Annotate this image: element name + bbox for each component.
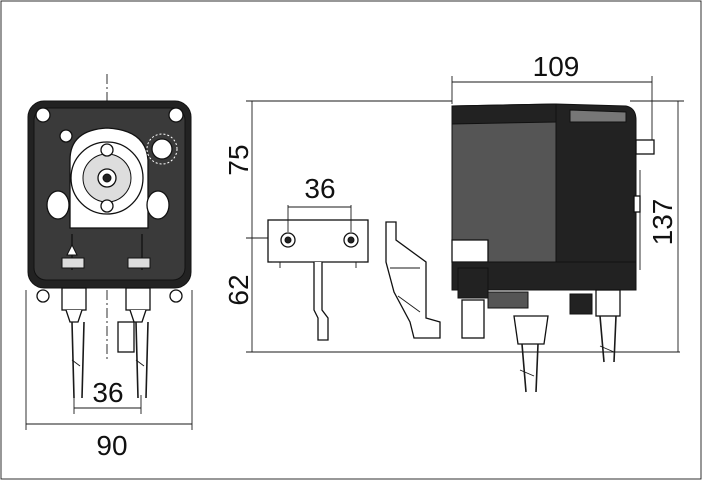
dimension-36-front: 36 [73,377,142,414]
tubes-front [71,321,149,399]
fitting-right [125,287,151,311]
rear-connector [635,139,655,155]
dim-label-62: 62 [223,274,254,305]
rear-lid [569,109,627,123]
speed-dial-icon [151,138,173,160]
bracket-side-profile [385,221,441,339]
rotor-axis [102,173,112,183]
dim-label-137: 137 [647,199,678,246]
bracket-stem [313,262,329,341]
left-knob [46,190,70,220]
rear-foot [569,293,593,315]
rear-fitting [595,289,621,317]
rear-tube [599,315,617,363]
screw-icon [169,289,183,303]
screw-icon [36,289,50,303]
tube-clip-left [61,257,85,269]
pump-base [451,261,637,291]
mount-hole-center [347,236,355,244]
warning-icon [66,243,78,256]
dim-label-36-bracket: 36 [304,173,335,204]
fitting-nuts [65,309,147,323]
dim-label-109: 109 [533,51,580,82]
dim-label-75: 75 [223,144,254,175]
mount-hole-center [284,236,292,244]
fitting-left [61,287,87,311]
rear-clip [633,195,641,213]
vertical-dimensions-left: 75 62 [223,100,680,353]
indicator-led [59,129,73,143]
roller-icon [100,199,114,213]
side-view: 109 137 [451,51,684,393]
side-fitting [461,299,485,339]
pump-body-rear [555,103,637,287]
cable-gland [117,321,135,353]
screw-icon [168,107,184,123]
front-view [27,74,192,399]
base-foot [451,239,489,263]
dimension-90: 90 [25,290,193,461]
bracket-profile-details [390,267,421,313]
dim-label-90: 90 [96,430,127,461]
right-knob [146,190,170,220]
dial-scale [146,133,178,165]
bracket-profile [385,221,441,339]
screw-icon [35,107,51,123]
tube-clip-right [127,257,151,269]
cable-gland-side [513,315,549,345]
tube-break-marks-side [519,345,615,377]
roller-icon [100,143,114,157]
side-cable [521,343,539,393]
base-block [457,267,489,299]
tube-break-marks [71,359,145,367]
outlet-housing [487,291,529,309]
dim-label-36-front: 36 [92,377,123,408]
wall-bracket: 36 [267,173,369,341]
pump-body-top [451,103,557,125]
